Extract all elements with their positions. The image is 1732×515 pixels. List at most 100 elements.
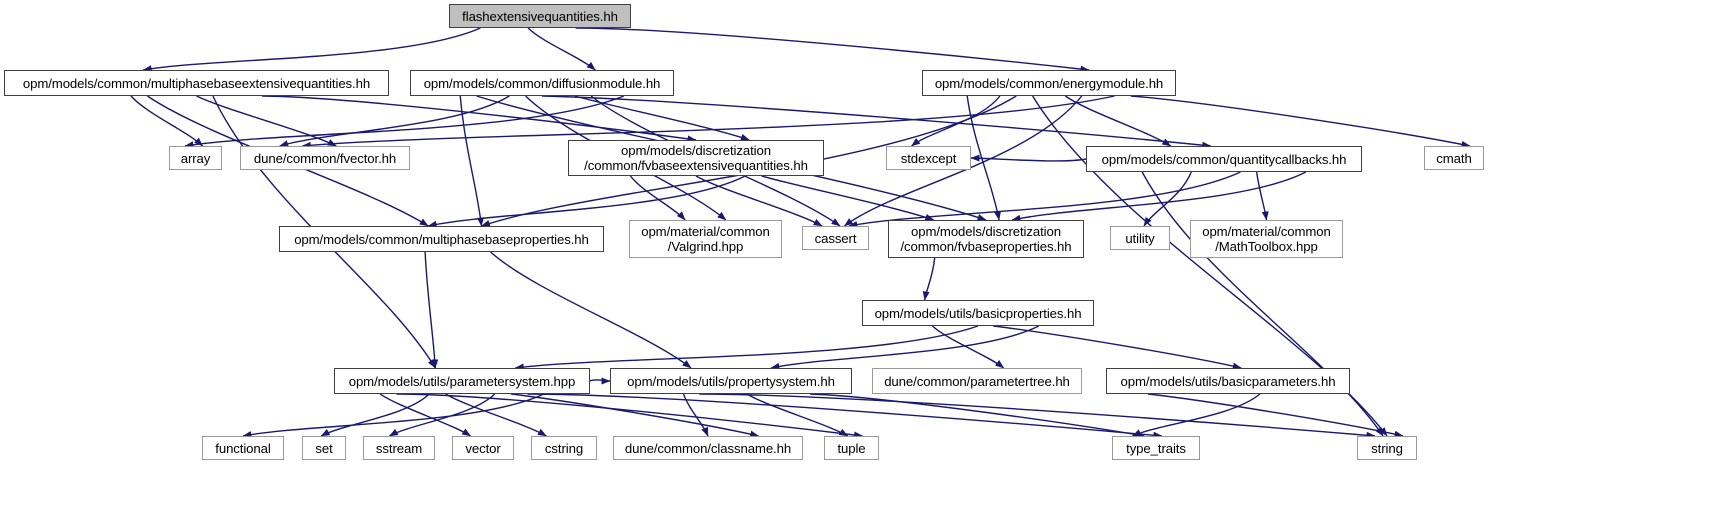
graph-node-label: opm/models/utils/basicparameters.hh [1120,373,1336,389]
graph-node-label: utility [1125,230,1155,246]
graph-edge [770,325,1040,370]
graph-edge [970,154,1087,162]
graph-edge [427,175,746,228]
graph-node-label: flashextensivequantities.hh [462,8,618,24]
graph-node-n3[interactable]: opm/models/common/energymodule.hh [922,70,1176,96]
graph-node-n22[interactable]: set [302,436,346,460]
graph-edge [242,393,545,438]
graph-node-label: opm/models/discretization /common/fvbase… [584,143,808,173]
graph-node-n5[interactable]: dune/common/fvector.hh [240,146,410,170]
graph-edge [527,393,1163,439]
graph-edge [589,377,611,385]
graph-node-n28[interactable]: type_traits [1112,436,1200,460]
graph-node-n10[interactable]: opm/models/common/multiphasebaseproperti… [279,226,604,252]
graph-node-label: opm/models/common/multiphasebaseextensiv… [22,75,371,91]
graph-edge [196,95,337,147]
graph-edge [1132,393,1261,437]
graph-edge [142,27,481,73]
graph-node-label: functional [215,440,271,456]
graph-edge [574,95,750,141]
graph-node-label: sstream [375,440,423,456]
graph-node-n15[interactable]: opm/material/common /MathToolbox.hpp [1190,220,1343,258]
graph-node-label: opm/models/utils/parametersystem.hpp [348,373,576,389]
graph-edge [1130,95,1471,148]
graph-node-n11[interactable]: opm/material/common /Valgrind.hpp [629,220,782,258]
graph-edge [184,95,625,149]
graph-node-n9[interactable]: cmath [1424,146,1484,170]
graph-edge [746,393,849,437]
graph-node-n2[interactable]: opm/models/common/diffusionmodule.hh [410,70,674,96]
graph-edge [301,95,1115,149]
graph-edge [922,257,936,301]
graph-edge [761,175,935,221]
graph-node-label: string [1371,440,1403,456]
graph-node-n29[interactable]: string [1357,436,1417,460]
graph-edge [527,27,596,71]
graph-node-n14[interactable]: utility [1110,226,1170,250]
graph-node-n26[interactable]: dune/common/classname.hh [613,436,803,460]
graph-edge [682,393,709,437]
graph-edge [1064,95,1172,147]
graph-node-n20[interactable]: opm/models/utils/basicparameters.hh [1106,368,1350,394]
graph-node-n24[interactable]: vector [452,436,514,460]
graph-edge [320,393,430,437]
graph-node-label: dune/common/fvector.hh [253,150,397,166]
graph-edge [575,27,1090,73]
graph-edge [541,95,1212,149]
graph-node-n6[interactable]: opm/models/discretization /common/fvbase… [568,140,824,176]
graph-edge [911,95,1001,147]
graph-node-n18[interactable]: opm/models/utils/propertysystem.hh [610,368,852,394]
graph-node-label: opm/models/utils/propertysystem.hh [627,373,835,389]
graph-edge [379,393,472,437]
graph-node-label: tuple [837,440,866,456]
graph-edge [1148,393,1404,438]
graph-node-n16[interactable]: opm/models/utils/basicproperties.hh [862,300,1094,326]
graph-edge [130,95,204,147]
graph-edge [629,175,686,221]
graph-node-n8[interactable]: opm/models/common/quantitycallbacks.hh [1086,146,1362,172]
graph-edge [388,393,496,437]
graph-node-label: dune/common/classname.hh [624,440,792,456]
graph-edge [810,393,1145,439]
graph-node-label: stdexcept [900,150,957,166]
graph-edge [514,325,979,371]
graph-edge [490,251,692,369]
graph-edge [261,95,697,143]
graph-node-label: cmath [1436,150,1472,166]
graph-node-label: type_traits [1126,440,1186,456]
graph-edge [695,175,823,227]
graph-edge [1256,171,1269,221]
graph-edge [445,393,547,437]
graph-node-n27[interactable]: tuple [824,436,879,460]
graph-node-n7[interactable]: stdexcept [886,146,971,170]
graph-node-n13[interactable]: opm/models/discretization /common/fvbase… [888,220,1084,258]
graph-node-label: opm/models/common/energymodule.hh [934,75,1164,91]
graph-edge [396,393,863,439]
graph-edge [966,95,1001,221]
graph-edge [1143,171,1192,227]
graph-edge [699,393,1376,439]
graph-node-label: dune/common/parametertree.hh [884,373,1070,389]
graph-edge [511,393,760,438]
graph-node-n19[interactable]: dune/common/parametertree.hh [872,368,1082,394]
graph-edge [993,325,1242,370]
graph-node-label: opm/material/common /MathToolbox.hpp [1202,224,1331,254]
graph-node-n12[interactable]: cassert [802,226,869,250]
graph-edge [459,95,484,227]
graph-node-n4[interactable]: array [169,146,222,170]
graph-node-n23[interactable]: sstream [363,436,435,460]
graph-node-n1[interactable]: opm/models/common/multiphasebaseextensiv… [4,70,389,96]
graph-node-label: opm/models/discretization /common/fvbase… [900,224,1072,254]
graph-edge [848,171,1241,228]
graph-node-label: opm/models/common/quantitycallbacks.hh [1101,151,1347,167]
graph-edge [279,95,510,147]
graph-node-label: opm/models/utils/basicproperties.hh [874,305,1082,321]
graph-node-n17[interactable]: opm/models/utils/parametersystem.hpp [334,368,590,394]
graph-node-n21[interactable]: functional [202,436,284,460]
graph-node-label: cstring [544,440,584,456]
graph-node-label: opm/models/common/multiphasebaseproperti… [294,231,589,247]
graph-node-label: opm/models/common/diffusionmodule.hh [423,75,661,91]
graph-node-n25[interactable]: cstring [531,436,597,460]
graph-edge [1011,171,1307,222]
